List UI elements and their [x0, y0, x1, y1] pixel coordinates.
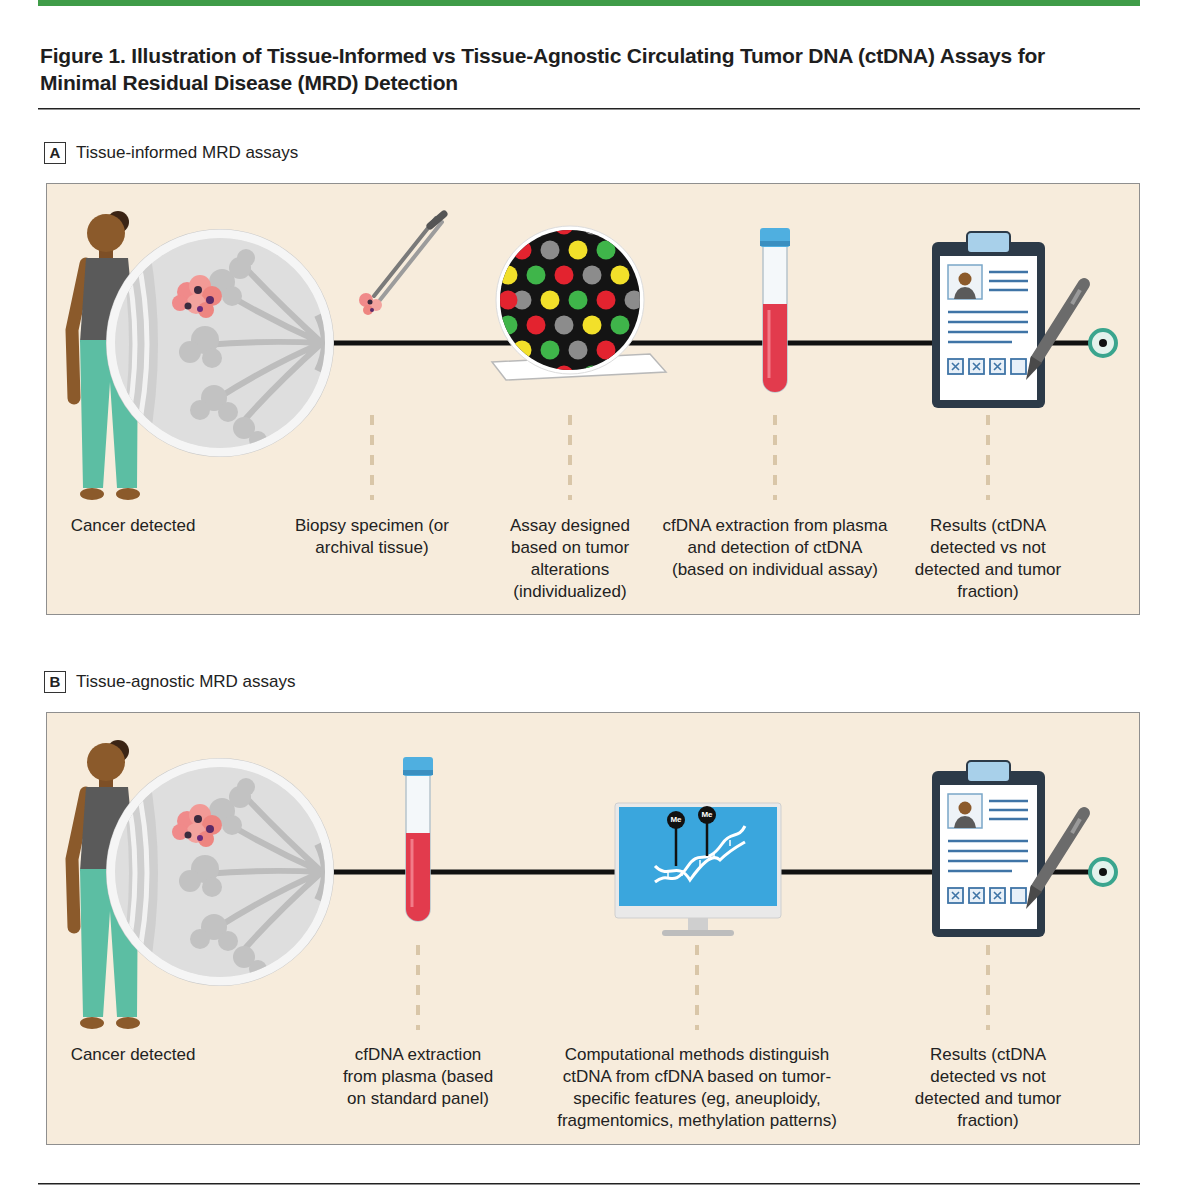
panel-letter: A — [44, 142, 66, 164]
panel-heading: Tissue-informed MRD assays — [76, 142, 298, 164]
step-caption: Assay designed based on tumor alteration… — [495, 515, 645, 603]
figure-title: Figure 1. Illustration of Tissue-Informe… — [40, 42, 1050, 96]
methyl-mark: Me — [667, 815, 685, 825]
step-caption: Results (ctDNA detected vs not detected … — [909, 515, 1067, 603]
step-caption: Computational methods distinguish ctDNA … — [547, 1044, 847, 1132]
step-caption: cfDNA extraction from plasma (based on s… — [336, 1044, 501, 1110]
step-caption: Cancer detected — [33, 515, 233, 537]
step-caption: cfDNA extraction from plasma and detecti… — [660, 515, 890, 581]
methyl-mark: Me — [698, 810, 716, 820]
step-caption: Cancer detected — [33, 1044, 233, 1066]
panel-heading: Tissue-agnostic MRD assays — [76, 671, 296, 693]
step-caption: Results (ctDNA detected vs not detected … — [909, 1044, 1067, 1132]
step-caption: Biopsy specimen (or archival tissue) — [287, 515, 457, 559]
panel-letter: B — [44, 671, 66, 693]
